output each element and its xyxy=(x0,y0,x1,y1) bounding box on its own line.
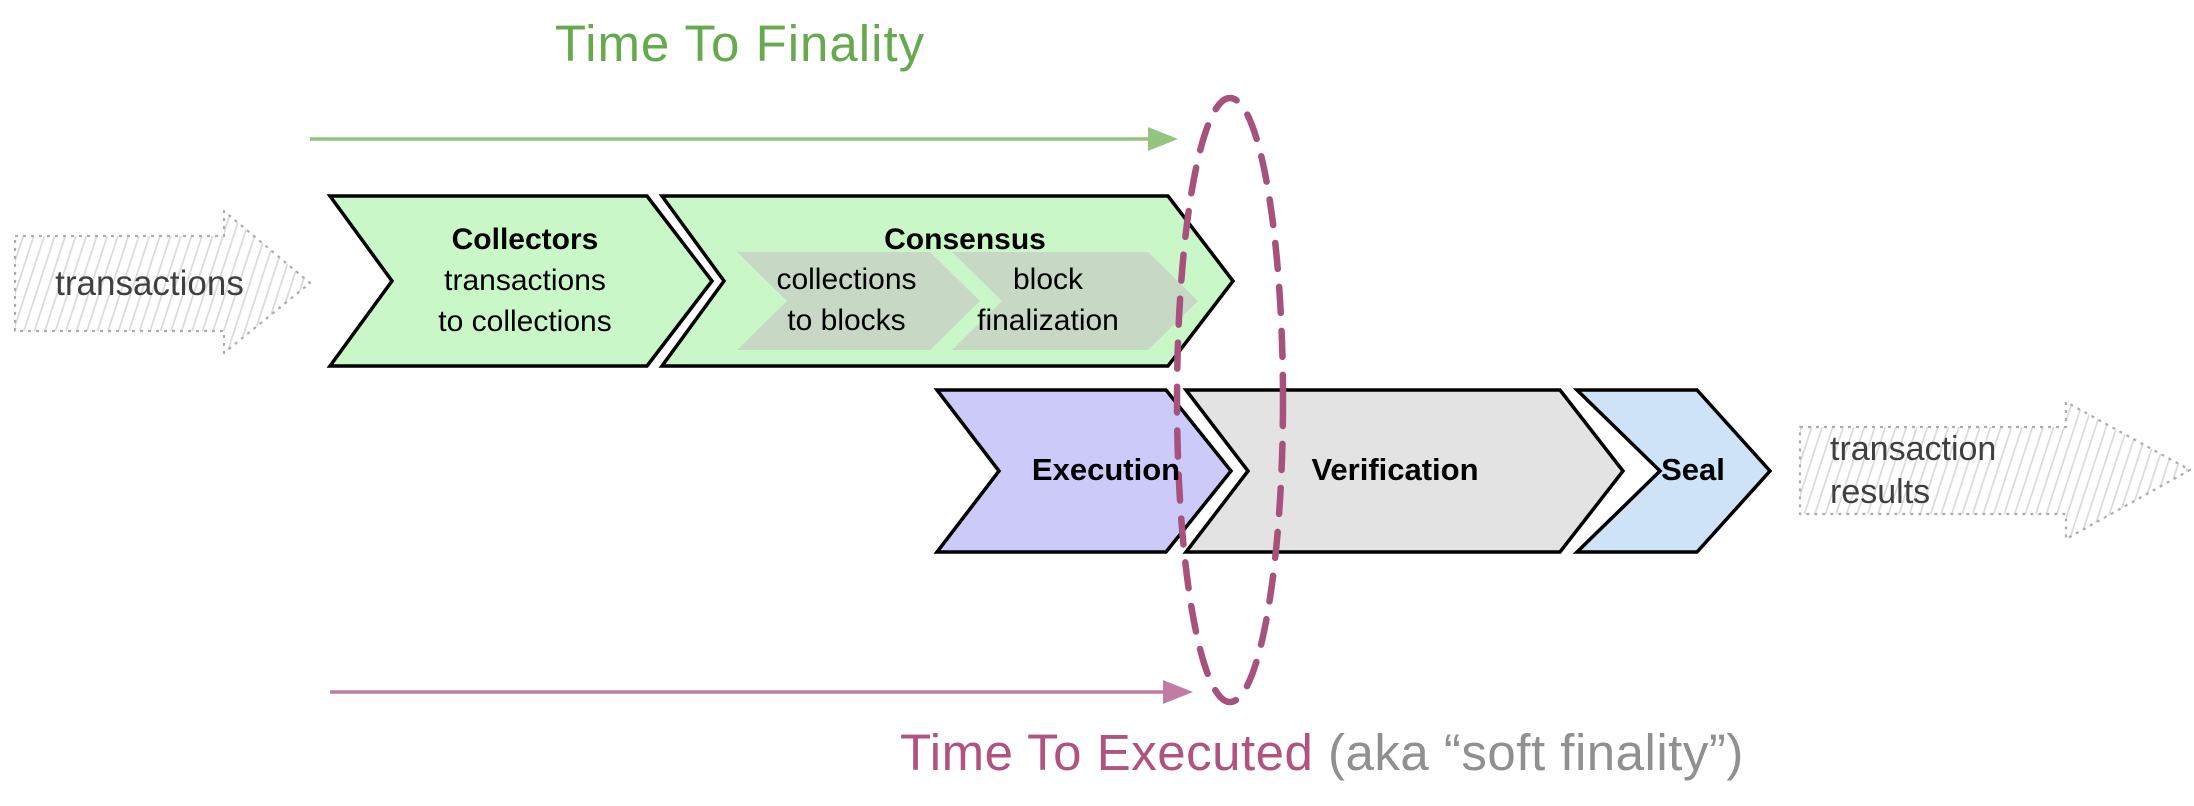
execution-stage-title: Execution xyxy=(1031,452,1181,487)
execution-stage-shape xyxy=(933,388,1234,554)
finality-arrowhead-icon xyxy=(1148,127,1178,151)
executed-arrowhead-icon xyxy=(1163,680,1193,704)
substage1-line1: collections xyxy=(776,263,917,296)
collectors-stage-line1: transactions xyxy=(444,264,606,297)
collectors-stage-line2: to collections xyxy=(438,305,612,338)
collectors-stage-shape xyxy=(326,194,715,368)
substage1-line2: to blocks xyxy=(787,304,906,337)
collectors-stage-text: Collectors transactions to collections xyxy=(372,219,678,342)
transaction-results-output-label: transaction results xyxy=(1830,428,2090,514)
transactions-input-label: transactions xyxy=(55,264,244,303)
verification-stage-title: Verification xyxy=(1311,452,1479,487)
substage2-line1: block xyxy=(1012,263,1084,296)
seal-stage-title: Seal xyxy=(1661,452,1725,487)
transactions-input-arrow-icon xyxy=(13,209,312,355)
verification-stage-shape xyxy=(1182,388,1626,554)
soft-finality-ellipse xyxy=(1173,94,1287,706)
results-label-line2: results xyxy=(1830,473,1931,511)
time-to-executed-text: Time To Executed xyxy=(900,724,1314,781)
collections-to-blocks-substage-text: collections to blocks xyxy=(725,259,968,341)
collections-to-blocks-substage-shape xyxy=(737,252,980,350)
transaction-results-output-arrow-icon xyxy=(1798,400,2192,541)
time-to-executed-title: Time To Executed (aka “soft finality”) xyxy=(900,723,2100,782)
seal-stage-shape xyxy=(1572,388,1773,554)
block-finalization-substage-shape xyxy=(952,252,1198,350)
soft-finality-suffix: (aka “soft finality”) xyxy=(1313,724,1744,781)
results-label-line1: transaction xyxy=(1830,430,1997,468)
collectors-stage-title: Collectors xyxy=(451,223,599,256)
block-finalization-substage-text: block finalization xyxy=(925,259,1171,341)
substage2-line2: finalization xyxy=(977,304,1119,337)
time-to-finality-title: Time To Finality xyxy=(554,15,926,72)
consensus-stage-title: Consensus xyxy=(884,223,1046,256)
